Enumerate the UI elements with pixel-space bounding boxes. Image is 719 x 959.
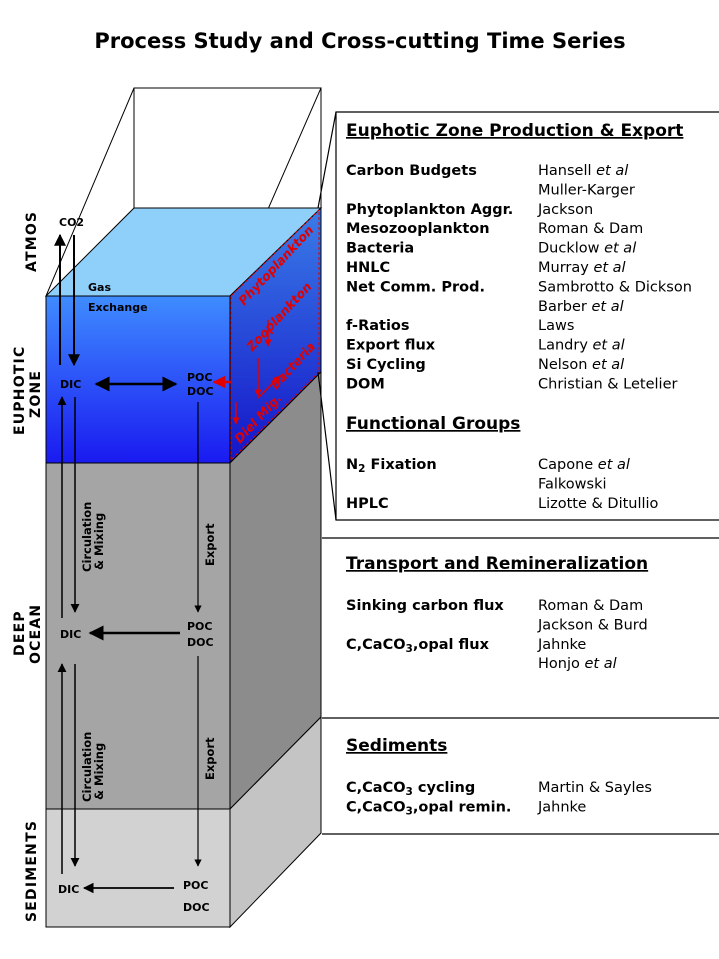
sediment-front-face: [46, 809, 230, 927]
panel-author: Jackson: [537, 202, 593, 218]
panel-author: Jackson & Burd: [537, 617, 648, 633]
flux-arrows: [54, 233, 202, 894]
panel-heading: Sediments: [346, 736, 447, 756]
panel-author: Hansell et al: [538, 163, 628, 179]
export-label-1: Export: [203, 523, 217, 566]
gas-label-1: Gas: [88, 281, 111, 294]
poc-deep: POC: [187, 620, 213, 633]
panel-sediments: Sediments C,CaCO3 cycling Martin & Sayles…: [346, 736, 652, 817]
panel-author: Roman & Dam: [538, 598, 643, 614]
panel-topic: N2 Fixation: [346, 457, 437, 475]
poc-euphotic: POC: [187, 371, 213, 384]
panel-heading: Euphotic Zone Production & Export: [346, 121, 683, 141]
panel-topic: Carbon Budgets: [346, 163, 477, 179]
circulation-label-2a: Circulation: [80, 732, 94, 802]
panel-topic: f-Ratios: [346, 318, 410, 334]
panel-topic: Phytoplankton Aggr.: [346, 202, 513, 218]
export-label-2: Export: [203, 737, 217, 780]
panel-topic: HNLC: [346, 260, 390, 276]
zone-euphotic-1: EUPHOTIC: [12, 346, 28, 435]
panel-topic: C,CaCO3,opal flux: [346, 637, 490, 655]
panel-heading: Functional Groups: [346, 414, 520, 434]
panel-author: Christian & Letelier: [538, 376, 678, 392]
panel-topic: Bacteria: [346, 241, 414, 257]
panel-euphotic-production: Euphotic Zone Production & Export Carbon…: [346, 121, 692, 392]
circulation-label-2b: & Mixing: [92, 743, 106, 800]
panel-author: Jahnke: [537, 799, 586, 815]
panel-topic: Net Comm. Prod.: [346, 279, 485, 295]
panel-author: Laws: [538, 318, 574, 334]
zone-euphotic-2: ZONE: [28, 370, 44, 418]
panel-transport-remineralization: Transport and Remineralization Sinking c…: [346, 554, 648, 672]
column-labels: CO2 Gas Exchange DIC POC DOC DIC POC DOC…: [58, 216, 217, 914]
doc-deep: DOC: [187, 636, 214, 649]
panel-topic: HPLC: [346, 496, 389, 512]
panel-author: Falkowski: [538, 476, 607, 492]
panel-topic: Export flux: [346, 338, 436, 354]
dic-sediment: DIC: [58, 883, 79, 896]
zone-deep-1: DEEP: [12, 610, 28, 656]
panel-author: Jahnke: [537, 637, 586, 653]
deep-ocean-front-face: [46, 463, 230, 809]
panel-topic: Mesozooplankton: [346, 221, 490, 237]
panel-author: Honjo et al: [538, 656, 617, 672]
doc-sediment: DOC: [183, 901, 210, 914]
panel-author: Sambrotto & Dickson: [538, 279, 692, 295]
panel-topic: Si Cycling: [346, 357, 426, 373]
column-outline: [45, 295, 231, 928]
panel-author: Murray et al: [538, 260, 626, 276]
callout-lines: [317, 111, 719, 835]
panel-author: Landry et al: [538, 338, 625, 354]
panel-functional-groups: Functional Groups N2 Fixation Capone et a…: [346, 414, 659, 512]
panel-topic: DOM: [346, 376, 385, 392]
panel-author: Ducklow et al: [538, 241, 636, 257]
gas-label-2: Exchange: [88, 301, 148, 314]
poc-sediment: POC: [183, 879, 209, 892]
panel-author: Nelson et al: [538, 357, 624, 373]
zone-atmos: ATMOS: [24, 211, 40, 272]
panel-rows: C,CaCO3 cycling Martin & SaylesC,CaCO3,op…: [346, 780, 652, 817]
panel-author: Roman & Dam: [538, 221, 643, 237]
page-title: Process Study and Cross-cutting Time Ser…: [94, 29, 625, 53]
circulation-label-1b: & Mixing: [92, 513, 106, 570]
panel-author: Muller-Karger: [538, 182, 635, 198]
panel-rows: Carbon Budgets Hansell et al Muller-Karger…: [346, 163, 692, 392]
panel-topic: C,CaCO3 cycling: [346, 780, 475, 798]
co2-label: CO2: [59, 216, 84, 229]
doc-euphotic: DOC: [187, 385, 214, 398]
panel-author: Barber et al: [538, 299, 624, 315]
panel-author: Capone et al: [538, 457, 630, 473]
panel-heading: Transport and Remineralization: [346, 554, 648, 574]
zone-labels: ATMOS EUPHOTIC ZONE DEEP OCEAN SEDIMENTS: [12, 211, 44, 922]
panel-author: Lizotte & Ditullio: [538, 496, 659, 512]
panel-topic: Sinking carbon flux: [346, 598, 504, 614]
panel-author: Martin & Sayles: [538, 780, 652, 796]
panel-topic: C,CaCO3,opal remin.: [346, 799, 511, 817]
circulation-label-1a: Circulation: [80, 502, 94, 572]
zone-sediments: SEDIMENTS: [24, 820, 40, 922]
dic-deep: DIC: [60, 628, 81, 641]
dic-euphotic: DIC: [60, 378, 81, 391]
zone-deep-2: OCEAN: [28, 604, 44, 664]
